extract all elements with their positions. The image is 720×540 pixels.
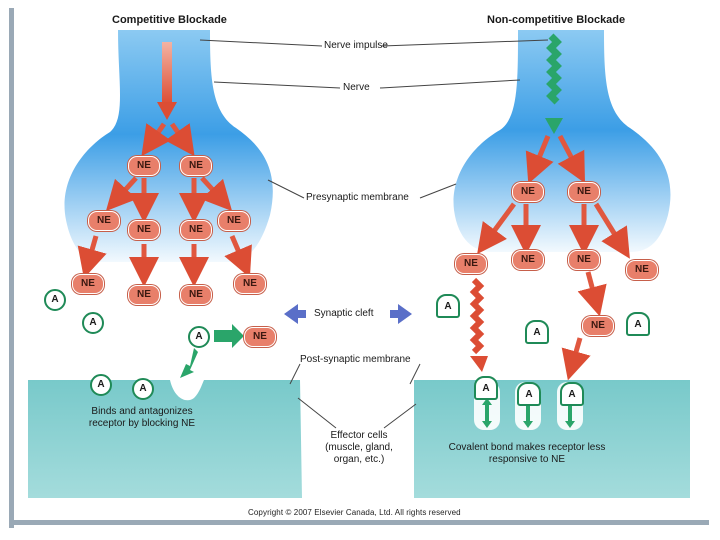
ne-molecule: NE <box>72 274 104 294</box>
presynaptic-membrane-label: Presynaptic membrane <box>306 192 409 203</box>
copyright-notice: Copyright © 2007 Elsevier Canada, Ltd. A… <box>248 508 461 517</box>
ne-molecule: NE <box>244 327 276 347</box>
nerve-label: Nerve <box>343 82 370 93</box>
covalent-bond-label: Covalent bond makes receptor less respon… <box>448 442 606 465</box>
right-impulse-arrow <box>545 33 563 134</box>
ne-molecule: NE <box>180 156 212 176</box>
ne-molecule: NE <box>455 254 487 274</box>
ne-molecule: NE <box>568 182 600 202</box>
ne-molecule: NE <box>128 220 160 240</box>
right-release-arrows <box>477 134 630 381</box>
antagonist-a: A <box>90 374 112 396</box>
antagonist-a: A <box>560 382 584 406</box>
synaptic-cleft-label: Synaptic cleft <box>314 308 374 319</box>
ne-molecule: NE <box>218 211 250 231</box>
right-effector-cell <box>414 380 690 498</box>
ne-molecule: NE <box>582 316 614 336</box>
ne-molecule: NE <box>234 274 266 294</box>
frame-border-left <box>9 8 14 528</box>
antagonist-a: A <box>132 378 154 400</box>
ne-molecule: NE <box>512 182 544 202</box>
antagonist-a: A <box>188 326 210 348</box>
left-effector-cell <box>28 380 302 498</box>
ne-molecule: NE <box>88 211 120 231</box>
ne-molecule: NE <box>128 285 160 305</box>
ne-molecule: NE <box>626 260 658 280</box>
synaptic-cleft-arrow <box>284 304 412 324</box>
antagonist-a: A <box>82 312 104 334</box>
ne-molecule: NE <box>180 285 212 305</box>
post-synaptic-membrane-label: Post-synaptic membrane <box>300 354 411 365</box>
left-impulse-arrow <box>157 42 177 120</box>
nerve-impulse-label: Nerve impulse <box>324 40 388 51</box>
left-antagonist-arrows <box>180 324 244 378</box>
ne-molecule: NE <box>128 156 160 176</box>
leader-lines <box>199 39 549 429</box>
competitive-blockade-title: Competitive Blockade <box>112 14 227 26</box>
antagonist-a: A <box>474 376 498 400</box>
binds-antagonizes-label: Binds and antagonizes receptor by blocki… <box>88 406 196 429</box>
antagonist-a: A <box>44 289 66 311</box>
frame-border-bottom <box>9 520 709 525</box>
left-release-arrows <box>77 122 252 287</box>
non-competitive-blockade-title: Non-competitive Blockade <box>487 14 626 26</box>
antagonist-a: A <box>517 382 541 406</box>
covalent-bond-arrows <box>482 398 575 428</box>
effector-cells-label: Effector cells (muscle, gland, organ, et… <box>325 430 393 465</box>
right-wavy-red-arrow <box>469 277 488 372</box>
antagonist-a: A <box>436 294 460 318</box>
ne-molecule: NE <box>512 250 544 270</box>
ne-molecule: NE <box>180 220 212 240</box>
antagonist-a: A <box>525 320 549 344</box>
antagonist-a: A <box>626 312 650 336</box>
ne-molecule: NE <box>568 250 600 270</box>
